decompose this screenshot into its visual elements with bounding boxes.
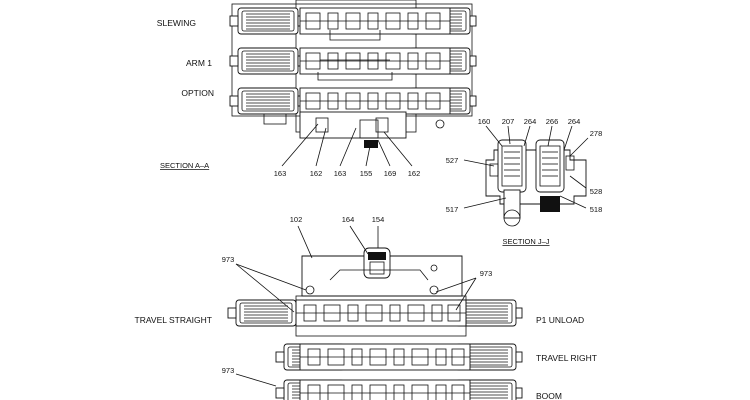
label-arm1: ARM 1: [186, 58, 212, 68]
lower-leaders: [235, 225, 477, 387]
label-travel-right: TRAVEL RIGHT: [536, 353, 597, 363]
callout-jj-517: 517: [446, 205, 459, 214]
callout-lower-973a: 973: [222, 255, 235, 264]
callout-lower-154: 154: [372, 215, 385, 224]
callout-lower-164: 164: [342, 215, 355, 224]
callout-lower-973b: 973: [480, 269, 493, 278]
callout-jj-160: 160: [478, 117, 491, 126]
callout-aa-2: 162: [310, 169, 323, 178]
callout-jj-518: 518: [590, 205, 603, 214]
label-p1-unload: P1 UNLOAD: [536, 315, 584, 325]
callout-jj-278: 278: [590, 129, 603, 138]
section-aa-leaders: [281, 123, 413, 167]
callout-jj-266: 266: [546, 117, 559, 126]
label-boom: BOOM: [536, 391, 562, 400]
callout-aa-5: 169: [384, 169, 397, 178]
section-jj-leaders: [463, 125, 589, 209]
section-jj-drawing: [485, 139, 587, 227]
section-aa-drawing: [229, 0, 477, 148]
callout-jj-264a: 264: [524, 117, 537, 126]
callout-jj-264b: 264: [568, 117, 581, 126]
lower-valve-assembly: [227, 247, 523, 400]
label-section-aa: SECTION A–A: [160, 161, 209, 170]
callout-jj-207: 207: [502, 117, 515, 126]
callout-jj-528: 528: [590, 187, 603, 196]
label-slewing: SLEWING: [157, 18, 196, 28]
label-section-jj: SECTION J–J: [502, 237, 549, 246]
callout-lower-973c: 973: [222, 366, 235, 375]
callout-aa-6: 162: [408, 169, 421, 178]
callout-jj-527: 527: [446, 156, 459, 165]
callout-aa-3: 163: [334, 169, 347, 178]
callout-aa-4: 155: [360, 169, 373, 178]
label-option: OPTION: [181, 88, 214, 98]
callout-lower-102: 102: [290, 215, 303, 224]
callout-aa-1: 163: [274, 169, 287, 178]
label-travel-straight: TRAVEL STRAIGHT: [135, 315, 212, 325]
